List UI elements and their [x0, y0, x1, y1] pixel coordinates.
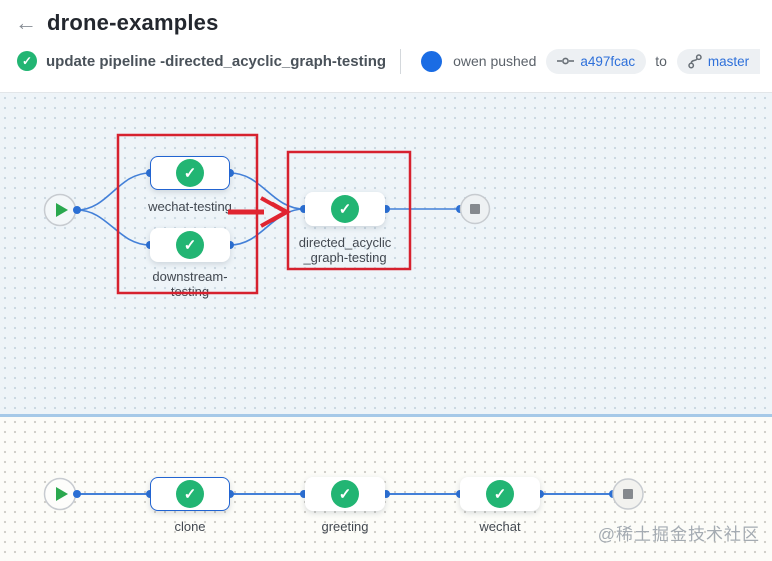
commit-sha-text: a497fcac — [580, 53, 636, 69]
author-avatar — [421, 50, 443, 72]
preposition-text: to — [655, 53, 667, 69]
back-button[interactable]: ← — [15, 10, 37, 35]
step-success-icon: ✓ — [176, 231, 204, 259]
pipeline-canvas-bottom: ✓ clone ✓ greeting ✓ wechat @稀土掘金技术社区 — [0, 417, 772, 561]
connector-lines — [76, 172, 460, 246]
stop-icon — [470, 204, 480, 214]
step-label: downstream- testing — [152, 269, 228, 299]
header: ← drone-examples ✓ update pipeline -dire… — [0, 0, 772, 92]
title-row: ← drone-examples — [0, 6, 772, 40]
author-action-text: owen pushed — [453, 53, 537, 69]
build-status-row: ✓ update pipeline -directed_acyclic_grap… — [0, 46, 772, 76]
step-node-wechat[interactable]: ✓ — [460, 477, 540, 511]
build-success-icon: ✓ — [17, 51, 37, 71]
branch-badge[interactable]: master — [676, 48, 761, 74]
canvas-divider — [0, 414, 772, 417]
vertical-divider — [400, 48, 402, 74]
stop-icon — [623, 489, 633, 499]
play-icon — [56, 487, 68, 501]
pipeline-canvas-top: ✓ wechat-testing ✓ downstream- testing ✓… — [0, 92, 772, 414]
step-label: directed_acyclic _graph-testing — [298, 235, 392, 265]
step-success-icon: ✓ — [331, 195, 359, 223]
git-branch-icon — [688, 53, 702, 69]
commit-icon — [557, 55, 575, 67]
step-success-icon: ✓ — [176, 159, 204, 187]
step-success-icon: ✓ — [331, 480, 359, 508]
step-node-greeting[interactable]: ✓ — [305, 477, 385, 511]
step-label: greeting — [321, 519, 369, 534]
step-node-wechat-testing[interactable]: ✓ — [150, 156, 230, 190]
commit-message: update pipeline -directed_acyclic_graph-… — [46, 52, 387, 70]
commit-sha-badge[interactable]: a497fcac — [546, 48, 647, 74]
step-success-icon: ✓ — [486, 480, 514, 508]
step-label: wechat — [479, 519, 521, 534]
step-success-icon: ✓ — [176, 480, 204, 508]
step-label: clone — [174, 519, 206, 534]
step-node-clone[interactable]: ✓ — [150, 477, 230, 511]
step-label: wechat-testing — [148, 199, 232, 214]
step-node-downstream-testing[interactable]: ✓ — [150, 228, 230, 262]
page-title: drone-examples — [47, 10, 219, 35]
branch-name-text: master — [707, 53, 750, 69]
play-icon — [56, 203, 68, 217]
step-node-directed-acyclic-graph-testing[interactable]: ✓ — [305, 192, 385, 226]
site-watermark: @稀土掘金技术社区 — [597, 525, 760, 544]
